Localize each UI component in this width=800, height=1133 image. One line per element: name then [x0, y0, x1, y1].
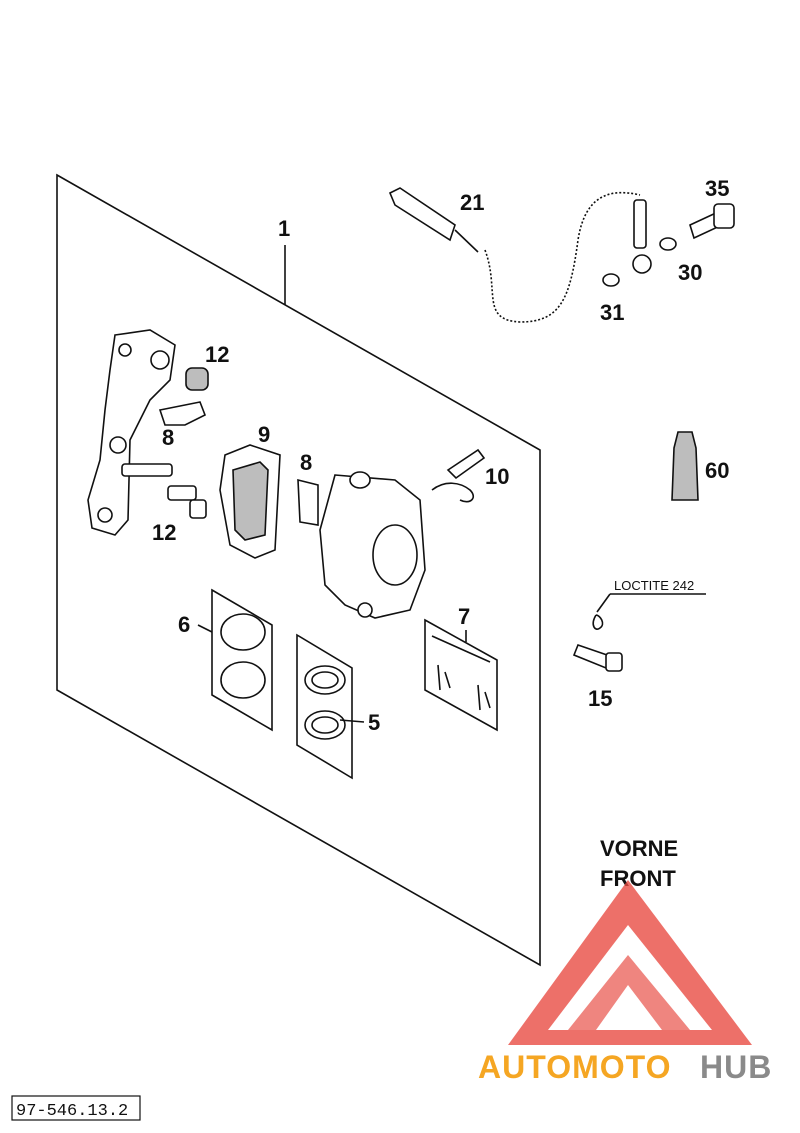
- figure-id: 97-546.13.2: [16, 1102, 128, 1121]
- washer-30: [659, 237, 677, 251]
- pad-spring-upper: [158, 401, 207, 426]
- leader-5: [339, 719, 365, 723]
- banjo-bolt: [689, 203, 735, 240]
- label-7: 7: [458, 604, 470, 629]
- direction-label-en: FRONT: [600, 866, 676, 891]
- direction-label-de: VORNE: [600, 836, 678, 861]
- label-15: 15: [588, 686, 612, 711]
- seals-box: [296, 633, 353, 780]
- label-12-upper: 12: [205, 342, 229, 367]
- guide-pin: [121, 463, 173, 477]
- label-8-upper: 8: [162, 425, 174, 450]
- bleeder-screw: [431, 448, 486, 503]
- watermark-text-automoto: AUTOMOTO: [478, 1049, 671, 1085]
- pin-kit-box: [424, 618, 498, 732]
- caliper-bracket: [87, 329, 176, 536]
- figure-id-box: [11, 1095, 141, 1121]
- pistons-box: [211, 588, 273, 732]
- label-21: 21: [460, 190, 484, 215]
- washer-31: [602, 273, 620, 287]
- screw: [572, 593, 706, 672]
- pad-spring-lower: [297, 478, 319, 526]
- kit-outline: [56, 173, 541, 967]
- bushing-lower: [167, 485, 207, 519]
- label-30: 30: [678, 260, 702, 285]
- label-60: 60: [705, 458, 729, 483]
- label-9: 9: [258, 422, 270, 447]
- bushing-upper: [185, 367, 209, 391]
- brake-pad: [219, 444, 281, 559]
- label-31: 31: [600, 300, 624, 325]
- loctite-label: LOCTITE 242: [614, 578, 694, 593]
- label-12-lower: 12: [152, 520, 176, 545]
- automotohub-logo: [508, 880, 752, 1045]
- label-1: 1: [278, 216, 290, 241]
- label-5: 5: [368, 710, 380, 735]
- label-35: 35: [705, 176, 729, 201]
- leader-6: [197, 624, 213, 633]
- brake-line: [388, 187, 652, 323]
- label-10: 10: [485, 464, 509, 489]
- label-6: 6: [178, 612, 190, 637]
- caliper-body: [319, 471, 426, 619]
- leader-21: [454, 229, 479, 253]
- label-8-lower: 8: [300, 450, 312, 475]
- threadlocker-bottle: [671, 431, 699, 501]
- watermark-text-hub: HUB: [700, 1049, 772, 1085]
